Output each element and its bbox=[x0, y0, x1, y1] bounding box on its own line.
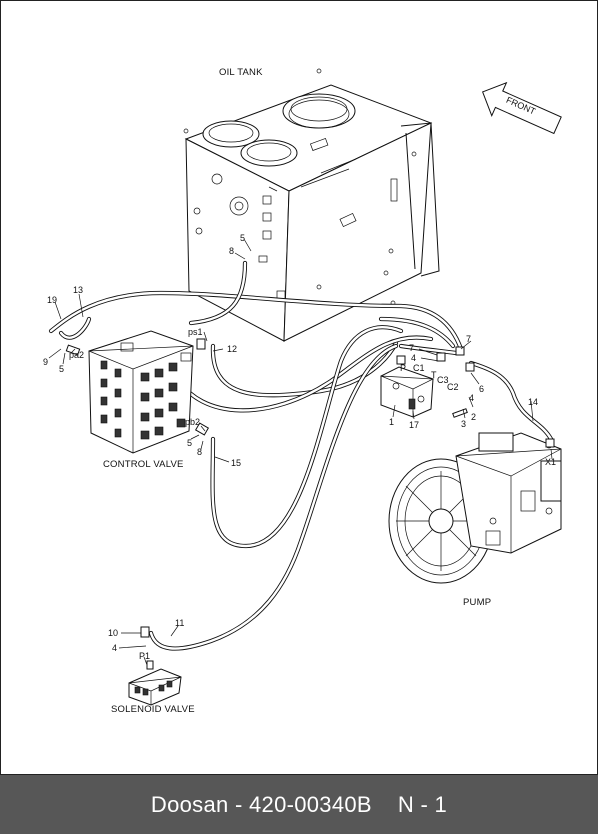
callout-17: 17 bbox=[409, 420, 419, 430]
caption-pump: PUMP bbox=[463, 597, 491, 608]
hydraulic-piping-drawing: OIL TANK FRONT bbox=[43, 67, 562, 715]
footer-page-number: N - 1 bbox=[397, 791, 448, 817]
port-p1: P1 bbox=[139, 651, 150, 661]
leader-lines bbox=[48, 238, 553, 666]
callout-numbers: 19 13 9 5 8 5 12 5 8 15 11 10 4 7 7 4 6 … bbox=[43, 233, 538, 653]
pump bbox=[388, 432, 562, 584]
footer-bar: Doosan - 420-00340B N - 1 bbox=[0, 775, 598, 834]
oil-tank bbox=[183, 68, 440, 342]
footer-brand-part-number: Doosan - 420-00340B bbox=[150, 791, 372, 817]
front-direction-arrow bbox=[481, 81, 562, 135]
port-c2: C2 bbox=[447, 382, 459, 392]
callout-7b: 7 bbox=[409, 343, 414, 353]
callout-19: 19 bbox=[47, 295, 57, 305]
port-c3: C3 bbox=[437, 375, 449, 385]
callout-2: 2 bbox=[471, 412, 476, 422]
callout-12: 12 bbox=[227, 344, 237, 354]
callout-4c: 4 bbox=[112, 643, 117, 653]
callout-8a: 8 bbox=[229, 246, 234, 256]
callout-7a: 7 bbox=[466, 334, 471, 344]
callout-15: 15 bbox=[231, 458, 241, 468]
callout-1: 1 bbox=[389, 417, 394, 427]
solenoid-valve bbox=[128, 626, 182, 706]
port-p: P bbox=[400, 363, 406, 373]
callout-14: 14 bbox=[528, 397, 538, 407]
caption-control-valve: CONTROL VALVE bbox=[103, 459, 184, 470]
drawing-frame: OIL TANK FRONT bbox=[0, 0, 598, 775]
valve-block bbox=[380, 346, 555, 448]
callout-5a: 5 bbox=[59, 364, 64, 374]
control-valve bbox=[65, 330, 210, 454]
callout-13: 13 bbox=[73, 285, 83, 295]
port-pa2: pa2 bbox=[69, 350, 84, 360]
port-labels: ps1 pa2 pb2 P T C1 C2 C3 X1 P1 bbox=[69, 327, 556, 661]
callout-10: 10 bbox=[108, 628, 118, 638]
callout-3: 3 bbox=[461, 419, 466, 429]
callout-9: 9 bbox=[43, 357, 48, 367]
port-c1: C1 bbox=[413, 363, 425, 373]
caption-oil-tank: OIL TANK bbox=[219, 67, 263, 78]
callout-5c: 5 bbox=[187, 438, 192, 448]
port-ps1: ps1 bbox=[188, 327, 203, 337]
caption-solenoid-valve: SOLENOID VALVE bbox=[111, 704, 195, 715]
hoses bbox=[48, 260, 554, 651]
callout-4a: 4 bbox=[411, 353, 416, 363]
port-pb2: pb2 bbox=[185, 417, 200, 427]
port-t: T bbox=[431, 370, 437, 380]
callout-6: 6 bbox=[479, 384, 484, 394]
callout-8b: 8 bbox=[197, 447, 202, 457]
callout-4b: 4 bbox=[469, 393, 474, 403]
callout-11: 11 bbox=[175, 618, 184, 628]
port-x1: X1 bbox=[545, 457, 556, 467]
callout-5b: 5 bbox=[240, 233, 245, 243]
